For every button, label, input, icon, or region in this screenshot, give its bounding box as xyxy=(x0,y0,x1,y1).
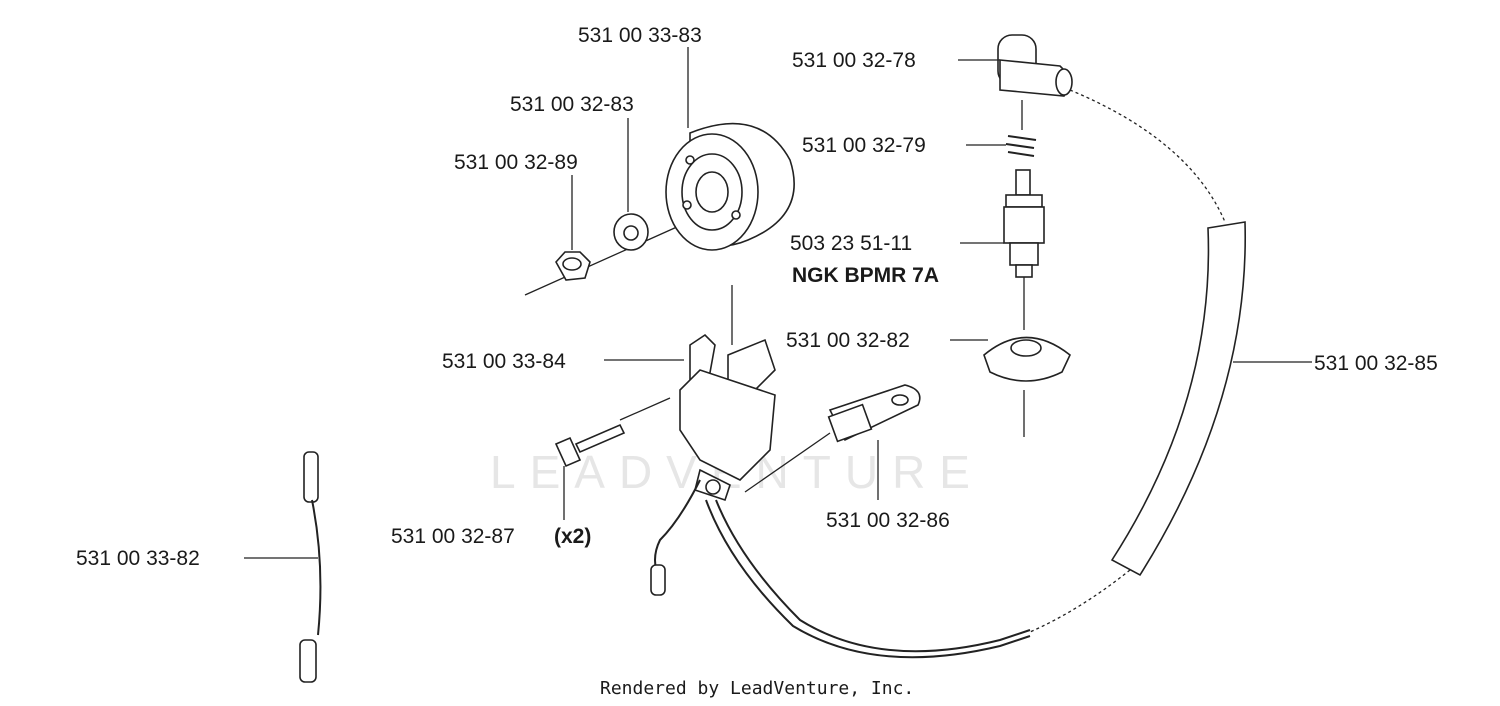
spark-cap-part[interactable] xyxy=(997,34,1226,223)
screw-part[interactable] xyxy=(554,397,671,520)
plug-cover-label: 531 00 32-82 xyxy=(786,329,910,352)
terminal-label: 531 00 32-86 xyxy=(826,509,950,532)
terminal-part[interactable] xyxy=(827,384,921,500)
cap-label: 531 00 32-78 xyxy=(792,49,916,72)
screw-label: 531 00 32-87 xyxy=(391,525,515,548)
spark-plug-label: 503 23 51-11 xyxy=(790,232,912,255)
nut-part xyxy=(555,251,591,281)
short-wire-label: 531 00 33-82 xyxy=(76,547,200,570)
flywheel-assembly[interactable] xyxy=(524,122,795,296)
plug-cover-part[interactable] xyxy=(983,336,1071,438)
ignition-lead-part[interactable] xyxy=(1029,221,1247,633)
screw-qty-label: (x2) xyxy=(554,525,591,548)
footer-credit: Rendered by LeadVenture, Inc. xyxy=(600,678,914,699)
washer-label: 531 00 32-83 xyxy=(510,93,634,116)
ignition-lead-label: 531 00 32-85 xyxy=(1314,352,1438,375)
flywheel-part xyxy=(665,122,795,251)
spring-label: 531 00 32-79 xyxy=(802,134,926,157)
ignition-module-label: 531 00 33-84 xyxy=(442,350,566,373)
ignition-module-part[interactable] xyxy=(650,285,1031,659)
washer-part xyxy=(613,213,649,251)
spark-plug-model-label: NGK BPMR 7A xyxy=(792,264,939,287)
nut-label: 531 00 32-89 xyxy=(454,151,578,174)
flywheel-label: 531 00 33-83 xyxy=(578,24,702,47)
short-wire-part[interactable] xyxy=(299,451,322,683)
spark-plug-part[interactable] xyxy=(1003,169,1045,330)
spring-part[interactable] xyxy=(1005,100,1037,157)
